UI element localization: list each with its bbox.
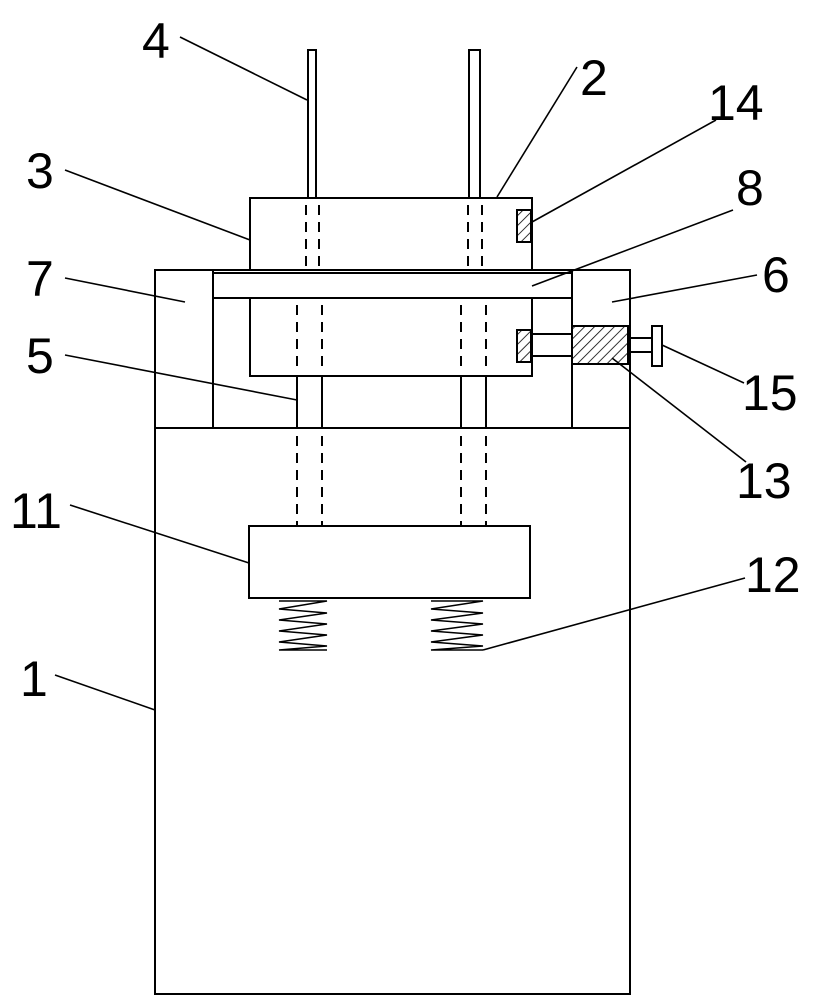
magnet-block-lower (516, 329, 532, 363)
spring-left (278, 600, 328, 651)
knob (651, 325, 663, 367)
leader-12 (482, 577, 746, 651)
leader-4 (179, 36, 308, 101)
label-7: 7 (26, 251, 54, 307)
rod-left-upper (307, 49, 317, 199)
housing-body (154, 269, 631, 995)
leader-11 (69, 504, 250, 564)
leader-1 (54, 674, 156, 711)
label-8: 8 (736, 160, 764, 216)
leader-6 (611, 274, 758, 303)
label-13: 13 (736, 453, 792, 509)
leader-13 (611, 357, 747, 463)
label-1: 1 (20, 651, 48, 707)
leader-5 (64, 354, 298, 401)
leader-3 (64, 169, 251, 241)
magnet-block-upper (516, 209, 532, 243)
pressing-plate-top (249, 197, 533, 271)
leader-15 (661, 344, 745, 384)
pressing-plate-lower (249, 298, 533, 377)
lower-block (248, 525, 531, 599)
label-11: 11 (10, 483, 62, 539)
crossbar (212, 272, 573, 299)
rod-right-upper (468, 49, 481, 199)
label-12: 12 (745, 547, 801, 603)
label-5: 5 (26, 328, 54, 384)
leader-8 (531, 209, 734, 287)
spring-right (430, 600, 484, 651)
label-14: 14 (708, 75, 764, 131)
leader-7 (64, 277, 186, 303)
label-4: 4 (142, 13, 170, 69)
label-15: 15 (742, 365, 798, 421)
locking-block (571, 325, 629, 365)
label-2: 2 (580, 50, 608, 106)
leader-2 (496, 66, 578, 198)
leader-14 (531, 119, 717, 223)
label-3: 3 (26, 143, 54, 199)
label-6: 6 (762, 247, 790, 303)
